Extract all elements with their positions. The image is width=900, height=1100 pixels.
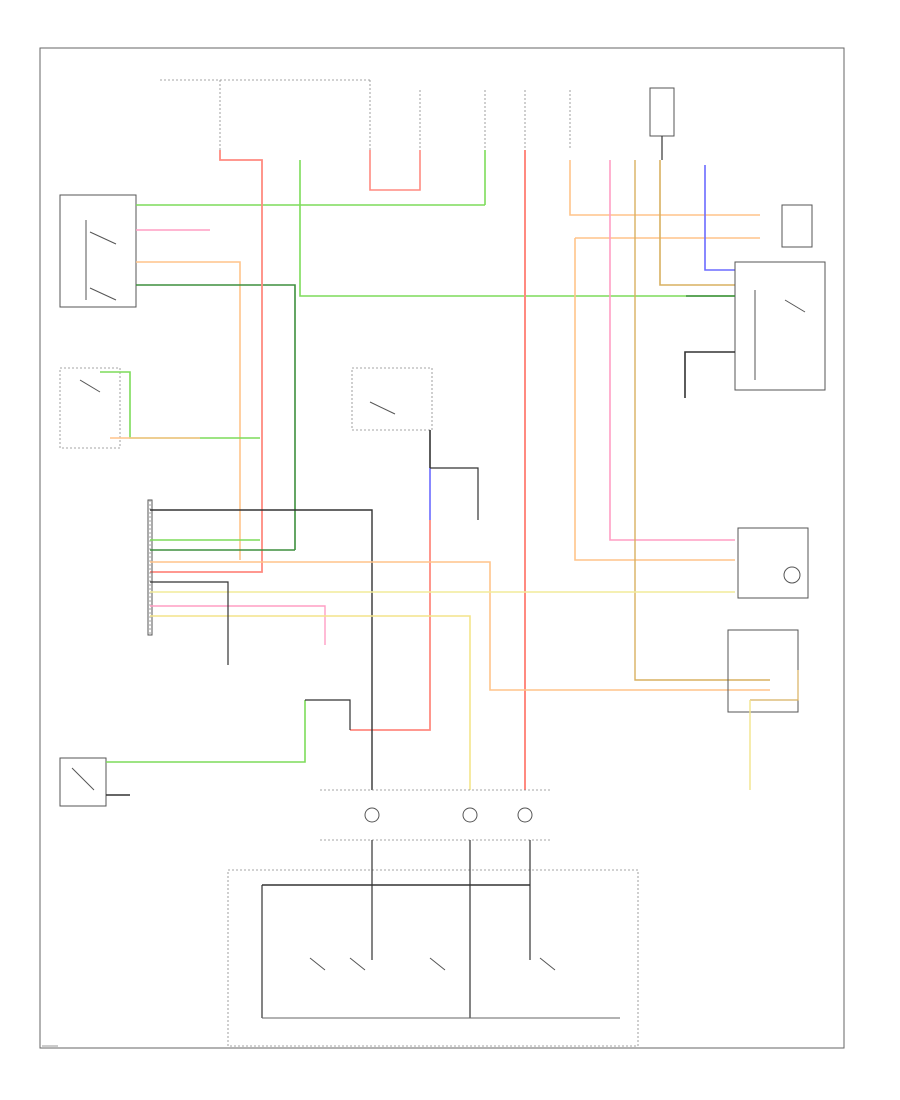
wire-tan-right <box>750 670 799 701</box>
wire-green-lower <box>106 700 306 763</box>
wire-yellow-module-2 <box>150 615 471 790</box>
speaker-icon <box>783 566 801 584</box>
center-switch-box <box>351 367 433 431</box>
wire-red-main <box>150 150 263 573</box>
bottom-switch-panel <box>227 840 639 1047</box>
lower-left-switch <box>59 757 107 807</box>
wire-pink-right <box>609 160 735 541</box>
sensor-2-icon <box>462 807 478 823</box>
connector-frame <box>147 499 153 636</box>
right-relay-box <box>684 261 826 398</box>
wire-orange-module <box>150 561 770 691</box>
wire-tan-lower <box>634 160 770 681</box>
wire-orange-left <box>136 261 241 560</box>
relay-right-frame <box>734 261 826 391</box>
center-switch-arm <box>369 401 396 415</box>
bottom-switch-arm-2 <box>349 957 366 971</box>
wire-red-upper <box>369 150 421 191</box>
wire-red-center-2 <box>350 520 431 731</box>
relay-right-contact <box>784 299 806 313</box>
left-middle-switch-frame <box>59 367 121 449</box>
lower-left-switch-arm <box>71 767 95 791</box>
connector-top-right <box>781 204 813 248</box>
relay-box-top <box>649 87 675 137</box>
bottom-switch-arm-4 <box>539 957 556 971</box>
right-connector-frame-1 <box>737 527 809 599</box>
wire-black-module-2 <box>150 581 229 665</box>
module-connector <box>147 499 153 636</box>
wire-darkgreen-left <box>136 284 296 550</box>
top-fuse-block <box>160 79 675 160</box>
center-switch-frame <box>351 367 433 431</box>
switch-arm-2 <box>89 287 117 301</box>
sensor-3-icon <box>517 807 533 823</box>
wire-orange-down <box>574 238 735 561</box>
wire-pink-module <box>150 605 326 645</box>
left-middle-switch <box>59 367 121 449</box>
left-switch-box <box>59 194 137 308</box>
wire-green-drop <box>299 160 735 297</box>
wire-black-relay <box>684 351 735 398</box>
switch-arm-1 <box>89 231 117 245</box>
wire-green-mid <box>100 371 260 439</box>
bottom-panel-frame <box>227 869 639 1047</box>
bottom-switch-arm-1 <box>309 957 326 971</box>
sensor-1-icon <box>364 807 380 823</box>
wire-blue-right <box>704 165 735 271</box>
wire-black-center-2 <box>430 467 479 520</box>
wire-black-module <box>150 509 373 790</box>
right-connector-modules <box>727 527 809 713</box>
bottom-switch-arm-3 <box>429 957 446 971</box>
wire-orange-right-1 <box>569 160 760 216</box>
wire-tan <box>659 160 735 286</box>
diagram-frame <box>39 47 845 1049</box>
left-middle-switch-arm <box>79 379 101 393</box>
switch-box-frame <box>59 194 137 308</box>
lower-left-switch-frame <box>59 757 107 807</box>
wire-black-mid-junction <box>305 699 351 730</box>
switch-assembly-row <box>320 789 550 841</box>
